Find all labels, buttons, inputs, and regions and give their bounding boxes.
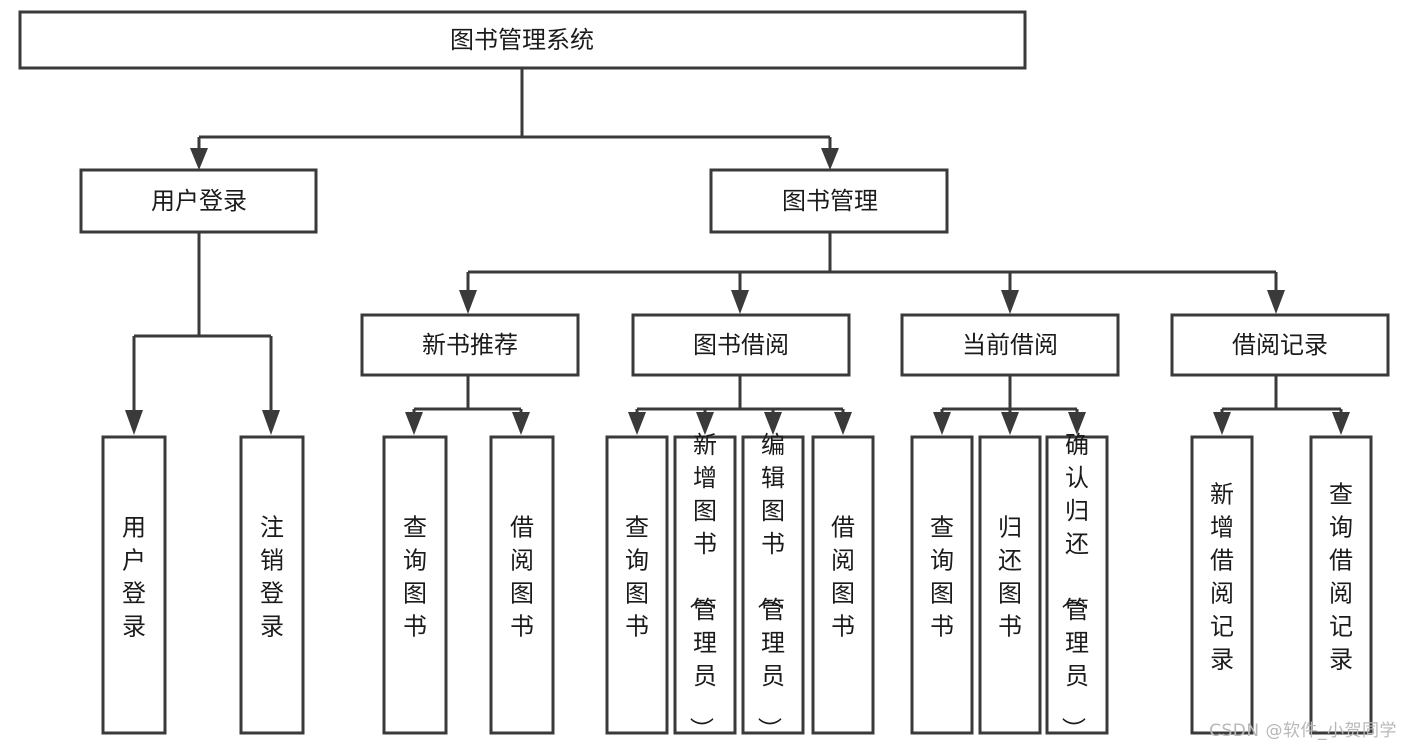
node-leaf-add-book-admin[interactable]: 新增图书（管理员） bbox=[673, 431, 737, 741]
node-leaf-borrow-book-2[interactable]: 借阅图书 bbox=[811, 435, 875, 735]
node-leaf-query-book-2-box[interactable] bbox=[605, 435, 669, 735]
node-new-book-recommend-box[interactable] bbox=[360, 313, 580, 377]
arrow-head-icon bbox=[459, 290, 477, 314]
node-leaf-return-book-label: 归还图书 bbox=[998, 514, 1022, 641]
node-borrow-record-box[interactable] bbox=[1170, 313, 1390, 377]
node-leaf-user-login-box[interactable] bbox=[101, 435, 167, 735]
arrow-head-icon bbox=[1001, 290, 1019, 314]
node-user-login-label: 用户登录 bbox=[151, 187, 247, 215]
node-leaf-add-book-admin-label: 新增图书（管理员） bbox=[687, 431, 717, 741]
node-leaf-logout-login-label: 注销登录 bbox=[260, 514, 284, 641]
node-leaf-borrow-book-2-box[interactable] bbox=[811, 435, 875, 735]
arrow-head-icon bbox=[190, 148, 208, 170]
node-leaf-borrow-book-1-label: 借阅图书 bbox=[510, 514, 534, 641]
connector-group-book-borrow bbox=[628, 375, 852, 435]
node-leaf-add-book-admin-box[interactable] bbox=[673, 435, 737, 735]
arrow-head-icon bbox=[1068, 412, 1086, 435]
node-leaf-query-book-1-box[interactable] bbox=[382, 435, 448, 735]
node-leaf-edit-book-admin-box[interactable] bbox=[741, 435, 805, 735]
node-leaf-edit-book-admin-label: 编辑图书（管理员） bbox=[755, 431, 785, 741]
node-leaf-query-book-2[interactable]: 查询图书 bbox=[605, 435, 669, 735]
node-book-manage[interactable]: 图书管理 bbox=[709, 168, 949, 234]
node-leaf-query-borrow-record[interactable]: 查询借阅记录 bbox=[1309, 435, 1373, 735]
node-book-manage-box[interactable] bbox=[709, 168, 949, 234]
arrow-head-icon bbox=[1001, 412, 1019, 435]
connector-group-book-manage bbox=[459, 232, 1285, 314]
node-current-borrow[interactable]: 当前借阅 bbox=[900, 313, 1120, 377]
node-leaf-return-book-box[interactable] bbox=[978, 435, 1042, 735]
node-borrow-record[interactable]: 借阅记录 bbox=[1170, 313, 1390, 377]
node-current-borrow-label: 当前借阅 bbox=[962, 331, 1058, 359]
node-leaf-query-book-3[interactable]: 查询图书 bbox=[910, 435, 974, 735]
connector-group-user-login bbox=[125, 232, 280, 435]
node-leaf-borrow-book-2-label: 借阅图书 bbox=[831, 514, 855, 641]
node-leaf-query-book-1[interactable]: 查询图书 bbox=[382, 435, 448, 735]
arrow-head-icon bbox=[125, 410, 143, 435]
arrow-head-icon bbox=[821, 148, 839, 170]
arrow-head-icon bbox=[262, 410, 280, 435]
node-book-manage-label: 图书管理 bbox=[782, 187, 878, 215]
node-leaf-logout-login-box[interactable] bbox=[239, 435, 305, 735]
node-user-login[interactable]: 用户登录 bbox=[79, 168, 318, 234]
node-leaf-query-book-3-label: 查询图书 bbox=[930, 514, 954, 641]
arrow-head-icon bbox=[512, 412, 530, 435]
node-book-borrow-box[interactable] bbox=[631, 313, 851, 377]
node-leaf-borrow-book-1-box[interactable] bbox=[489, 435, 555, 735]
arrow-head-icon bbox=[834, 412, 852, 435]
node-leaf-user-login-label: 用户登录 bbox=[122, 514, 146, 641]
node-new-book-recommend-label: 新书推荐 bbox=[422, 331, 518, 359]
node-root[interactable]: 图书管理系统 bbox=[18, 10, 1027, 70]
node-current-borrow-box[interactable] bbox=[900, 313, 1120, 377]
node-leaf-query-borrow-record-box[interactable] bbox=[1309, 435, 1373, 735]
connector-group-current-borrow bbox=[933, 375, 1086, 435]
node-leaf-confirm-return-admin[interactable]: 确认归还（管理员） bbox=[1045, 431, 1109, 741]
node-leaf-query-book-1-label: 查询图书 bbox=[403, 514, 427, 641]
node-leaf-add-borrow-record[interactable]: 新增借阅记录 bbox=[1190, 435, 1254, 735]
node-book-borrow-label: 图书借阅 bbox=[693, 331, 789, 359]
node-root-box[interactable] bbox=[18, 10, 1027, 70]
arrow-head-icon bbox=[696, 412, 714, 435]
node-leaf-query-borrow-record-label: 查询借阅记录 bbox=[1329, 481, 1353, 674]
node-leaf-add-borrow-record-label: 新增借阅记录 bbox=[1210, 481, 1234, 674]
node-leaf-logout-login[interactable]: 注销登录 bbox=[239, 435, 305, 735]
connector-group-new-book-recommend bbox=[405, 375, 530, 435]
node-borrow-record-label: 借阅记录 bbox=[1232, 331, 1328, 359]
node-user-login-box[interactable] bbox=[79, 168, 318, 234]
node-leaf-edit-book-admin[interactable]: 编辑图书（管理员） bbox=[741, 431, 805, 741]
arrow-head-icon bbox=[628, 412, 646, 435]
node-leaf-user-login[interactable]: 用户登录 bbox=[101, 435, 167, 735]
arrow-head-icon bbox=[933, 412, 951, 435]
node-leaf-confirm-return-admin-label: 确认归还（管理员） bbox=[1059, 431, 1089, 741]
arrow-head-icon bbox=[1213, 412, 1231, 435]
node-leaf-return-book[interactable]: 归还图书 bbox=[978, 435, 1042, 735]
node-leaf-query-book-2-label: 查询图书 bbox=[625, 514, 649, 641]
node-root-label: 图书管理系统 bbox=[450, 26, 594, 54]
arrow-head-icon bbox=[731, 290, 749, 314]
connector-group-borrow-record bbox=[1213, 375, 1350, 435]
node-leaf-confirm-return-admin-box[interactable] bbox=[1045, 435, 1109, 735]
node-leaf-query-book-3-box[interactable] bbox=[910, 435, 974, 735]
connector-group-root bbox=[190, 68, 839, 170]
arrow-head-icon bbox=[764, 412, 782, 435]
node-book-borrow[interactable]: 图书借阅 bbox=[631, 313, 851, 377]
arrow-head-icon bbox=[1332, 412, 1350, 435]
node-leaf-borrow-book-1[interactable]: 借阅图书 bbox=[489, 435, 555, 735]
arrow-head-icon bbox=[1267, 290, 1285, 314]
csdn-watermark: CSDN @软件_小贺同学 bbox=[1209, 721, 1397, 741]
node-leaf-add-borrow-record-box[interactable] bbox=[1190, 435, 1254, 735]
node-new-book-recommend[interactable]: 新书推荐 bbox=[360, 313, 580, 377]
arrow-head-icon bbox=[405, 412, 423, 435]
